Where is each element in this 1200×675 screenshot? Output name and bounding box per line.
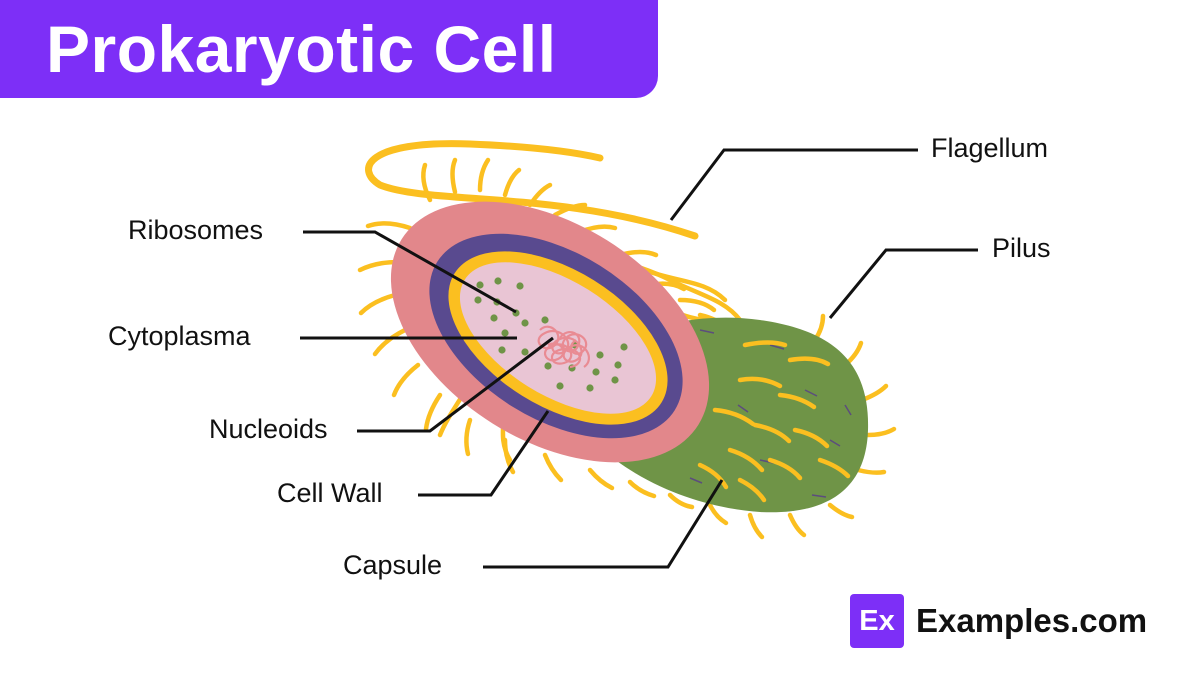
pilus-13	[464, 417, 473, 457]
ribosome-dot-0	[476, 281, 484, 289]
capsule-pilus-6	[792, 427, 830, 449]
pilus-0	[365, 221, 413, 231]
ribosome-dot-12	[544, 362, 552, 370]
ribosome-dot-7	[501, 329, 509, 337]
nucleoid	[537, 325, 590, 369]
pilus-9	[358, 292, 398, 316]
leader-capsule	[483, 479, 724, 569]
pilus-2	[450, 157, 458, 195]
pilus-25	[859, 383, 889, 403]
pilus-21	[787, 512, 807, 538]
capsule-pilus-5	[752, 422, 792, 444]
title-banner: Prokaryotic Cell	[0, 0, 658, 98]
pili-front	[697, 340, 851, 503]
label-cell-wall: Cell Wall	[277, 478, 383, 508]
label-ribosomes: Ribosomes	[128, 215, 264, 245]
capsule-pilus-11	[817, 457, 851, 479]
brand-logo[interactable]: Ex Examples.com	[850, 594, 1147, 648]
ribosome-dot-19	[620, 343, 628, 351]
leader-pilus	[828, 248, 978, 319]
ribosome-dot-1	[494, 277, 502, 285]
leader-cell-wall	[418, 410, 550, 497]
brand-name: Examples.com	[916, 602, 1148, 639]
ribosomes	[474, 277, 628, 392]
ribosome-dot-3	[474, 296, 482, 304]
ribosome-dot-17	[556, 382, 564, 390]
leader-lines	[300, 148, 978, 569]
label-flagellum: Flagellum	[931, 133, 1049, 163]
capsule-pilus-9	[697, 462, 729, 490]
pilus-11	[391, 362, 421, 398]
ribosome-dot-2	[516, 282, 524, 290]
ribosome-dot-16	[586, 384, 594, 392]
flagellum	[365, 140, 699, 240]
ribosome-dot-10	[498, 346, 506, 354]
leader-nucleoids	[357, 336, 554, 433]
capsule-pilus-10	[737, 477, 767, 503]
ribosome-dot-9	[541, 316, 549, 324]
pilus-19	[707, 502, 729, 526]
pilus-23	[855, 467, 887, 475]
page-title: Prokaryotic Cell	[46, 12, 557, 86]
pilus-18	[667, 492, 695, 510]
capsule-pilus-3	[777, 392, 817, 410]
ribosome-dot-18	[596, 351, 604, 359]
brand-badge: Ex	[850, 594, 904, 648]
capsule-pilus-0	[742, 340, 788, 348]
capsule-pilus-4	[712, 407, 756, 427]
capsule-pilus-7	[727, 447, 765, 473]
label-pilus: Pilus	[992, 233, 1051, 263]
pilus-20	[747, 512, 765, 540]
ribosome-dot-11	[521, 348, 529, 356]
label-nucleoids: Nucleoids	[209, 414, 328, 444]
ribosome-dot-8	[521, 319, 529, 327]
leader-ribosomes	[303, 230, 517, 314]
pilus-16	[587, 467, 615, 491]
pilus-4	[502, 167, 522, 198]
ribosome-dot-6	[490, 314, 498, 322]
pilus-3	[477, 157, 491, 193]
pilus-15	[542, 452, 564, 483]
label-capsule: Capsule	[343, 550, 443, 580]
pilus-10	[372, 327, 408, 357]
leader-flagellum	[669, 148, 918, 221]
pilus-12	[423, 392, 443, 432]
pilus-30	[677, 297, 717, 313]
label-cytoplasma: Cytoplasma	[108, 321, 251, 351]
capsule-pilus-8	[767, 457, 803, 481]
pilus-17	[627, 479, 657, 499]
ribosome-dot-15	[611, 376, 619, 384]
ribosome-dot-20	[614, 361, 622, 369]
pilus-22	[827, 502, 855, 520]
pilus-24	[865, 426, 897, 438]
capsule-pilus-1	[787, 356, 831, 367]
capsule-pilus-2	[737, 376, 783, 389]
ribosome-dot-14	[592, 368, 600, 376]
